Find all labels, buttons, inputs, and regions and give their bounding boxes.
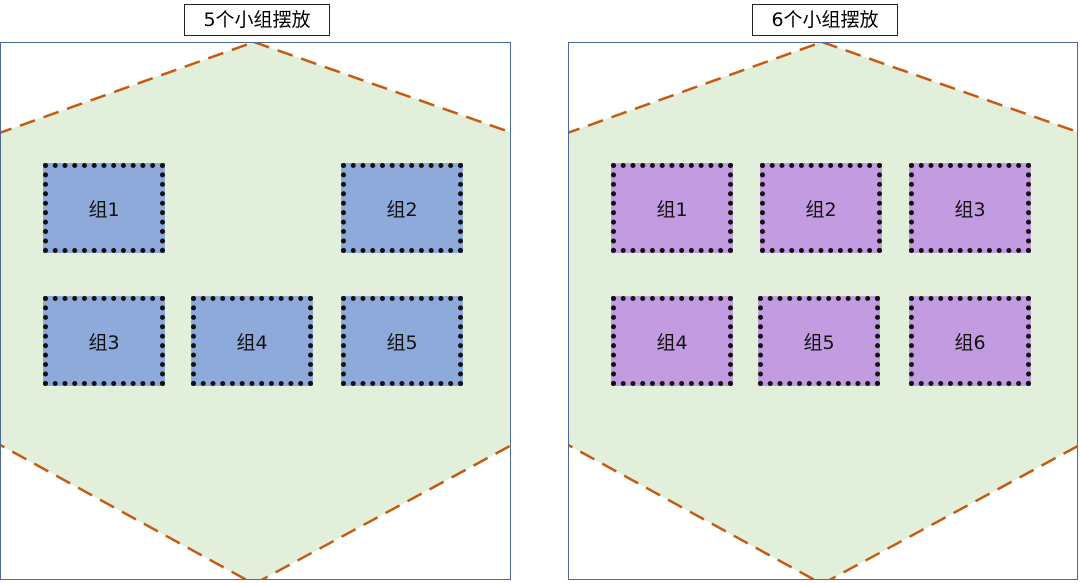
group-box: 组2 xyxy=(760,163,882,253)
group-box: 组4 xyxy=(191,296,313,386)
layout-panel-5-groups: 组1 组2 组3 组4 组5 xyxy=(0,42,511,580)
group-box: 组2 xyxy=(341,163,463,253)
diagram-title-5-groups: 5个小组摆放 xyxy=(184,4,330,36)
group-box: 组1 xyxy=(611,163,733,253)
group-box: 组3 xyxy=(909,163,1031,253)
layout-panel-6-groups: 组1 组2 组3 组4 组5 组6 xyxy=(568,42,1078,580)
group-box: 组6 xyxy=(909,296,1031,386)
group-box: 组5 xyxy=(341,296,463,386)
group-box: 组1 xyxy=(43,163,165,253)
group-box: 组5 xyxy=(758,296,880,386)
group-box: 组3 xyxy=(43,296,165,386)
group-box: 组4 xyxy=(611,296,733,386)
diagram-title-6-groups: 6个小组摆放 xyxy=(752,4,898,36)
